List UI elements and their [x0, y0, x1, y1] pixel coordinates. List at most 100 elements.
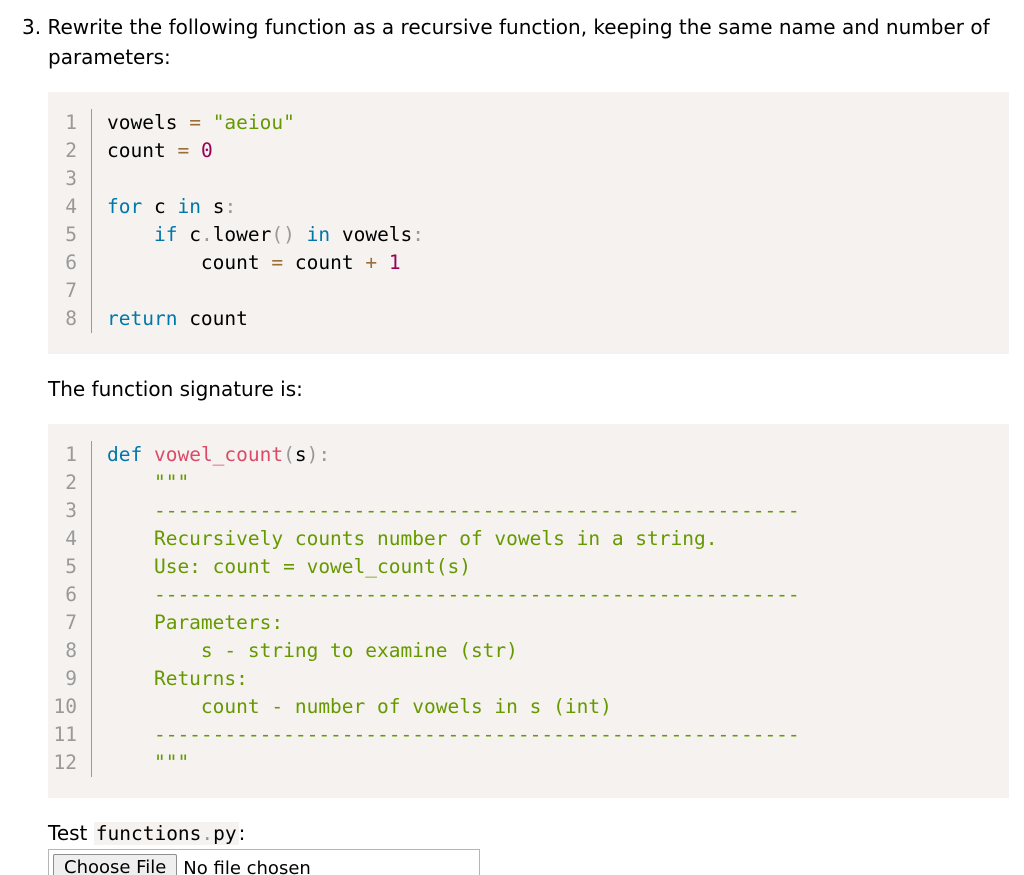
question-line-2: parameters:: [48, 45, 171, 69]
code-token: vowels: [330, 223, 413, 246]
code-token: count - number of vowels in s (int): [107, 695, 612, 718]
code-token: """: [107, 471, 190, 494]
code-line: 5 if c.lower() in vowels:: [48, 221, 424, 249]
code-token: ----------------------------------------…: [107, 583, 800, 606]
line-number: 8: [48, 637, 92, 665]
code-line: 1 def vowel_count(s):: [48, 441, 800, 469]
code-token: count: [283, 251, 366, 274]
code-token: count: [107, 251, 272, 274]
test-file-name: functions.py: [93, 822, 239, 845]
code-token: 1: [388, 251, 401, 274]
code-line: 2 """: [48, 469, 800, 497]
code-token: :: [412, 223, 425, 246]
line-number: 4: [48, 193, 92, 221]
code-token: Recursively counts number of vowels in a…: [107, 527, 718, 550]
code-token: =: [189, 111, 201, 134]
line-number: 9: [48, 665, 92, 693]
code-token: s: [200, 195, 225, 218]
code-token: [142, 443, 154, 466]
code-token: "aeiou": [212, 111, 295, 134]
code-token: =: [177, 139, 190, 162]
code-token: +: [365, 251, 378, 274]
code-line: 8 s - string to examine (str): [48, 637, 800, 665]
code-token: s - string to examine (str): [107, 639, 518, 662]
code-token: .: [200, 223, 213, 246]
code-token: [189, 139, 201, 162]
question-text: 3. Rewrite the following function as a r…: [22, 12, 1012, 72]
code-token: [295, 223, 307, 246]
code-line: 7 Parameters:: [48, 609, 800, 637]
line-number: 1: [48, 441, 92, 469]
line-number: 7: [48, 609, 92, 637]
line-number: 11: [48, 721, 92, 749]
code-token: :: [224, 195, 237, 218]
line-number: 2: [48, 469, 92, 497]
code-token: =: [271, 251, 284, 274]
code-line: 9 Returns:: [48, 665, 800, 693]
line-number: 10: [48, 693, 92, 721]
code-line: 12 """: [48, 749, 800, 777]
code-token: [201, 111, 213, 134]
code-line: 3 --------------------------------------…: [48, 497, 800, 525]
code-token: (): [271, 223, 295, 246]
line-number: 1: [48, 109, 92, 137]
code-line: 11 -------------------------------------…: [48, 721, 800, 749]
code-token: in: [306, 223, 331, 246]
line-number: 6: [48, 581, 92, 609]
test-label-prefix: Test: [48, 821, 94, 845]
code-line: 3: [48, 165, 424, 193]
code-token: for: [107, 195, 143, 218]
line-number: 5: [48, 221, 92, 249]
code-token: count: [177, 307, 248, 330]
code-line: 1 vowels = "aeiou": [48, 109, 424, 137]
code-line: 8 return count: [48, 305, 424, 333]
code-token: vowels: [107, 111, 190, 134]
line-number: 4: [48, 525, 92, 553]
signature-heading: The function signature is:: [48, 377, 303, 401]
code-token: vowel_count: [153, 443, 284, 466]
code-line: 5 Use: count = vowel_count(s): [48, 553, 800, 581]
code-token: Use: count = vowel_count(s): [107, 555, 471, 578]
code-token: """: [107, 751, 190, 774]
code-token: ----------------------------------------…: [107, 499, 800, 522]
code-token: Returns:: [107, 667, 248, 690]
code-line: 4 Recursively counts number of vowels in…: [48, 525, 800, 553]
code-token: return: [107, 307, 178, 330]
code-token: s: [294, 443, 307, 466]
code-line: 6 count = count + 1: [48, 249, 424, 277]
code-token: c: [142, 195, 178, 218]
choose-file-button[interactable]: Choose File: [53, 854, 178, 875]
question-line-1: 3. Rewrite the following function as a r…: [22, 15, 990, 39]
code-line: 7: [48, 277, 424, 305]
line-number: 3: [48, 497, 92, 525]
code-token: Parameters:: [107, 611, 284, 634]
code-line: 4 for c in s:: [48, 193, 424, 221]
line-number: 8: [48, 305, 92, 333]
code-token: def: [107, 443, 143, 466]
line-number: 6: [48, 249, 92, 277]
code-line: 6 --------------------------------------…: [48, 581, 800, 609]
test-label-suffix: :: [238, 821, 246, 845]
code-token: if: [153, 223, 178, 246]
code-token: count: [107, 139, 178, 162]
code-token: c: [177, 223, 201, 246]
code-token: [107, 223, 154, 246]
code-token: lower: [212, 223, 272, 246]
code-line: 10 count - number of vowels in s (int): [48, 693, 800, 721]
code-token: ):: [306, 443, 331, 466]
file-status-text: No file chosen: [183, 858, 311, 875]
line-number: 2: [48, 137, 92, 165]
line-number: 12: [48, 749, 92, 777]
code-token: (: [283, 443, 295, 466]
code-token: [377, 251, 389, 274]
code-token: in: [177, 195, 201, 218]
file-upload-input[interactable]: Choose File No file chosen: [48, 849, 480, 875]
test-file-label: Test functions.py:: [48, 819, 245, 848]
line-number: 3: [48, 165, 92, 193]
code-token: ----------------------------------------…: [107, 723, 800, 746]
line-number: 7: [48, 277, 92, 305]
